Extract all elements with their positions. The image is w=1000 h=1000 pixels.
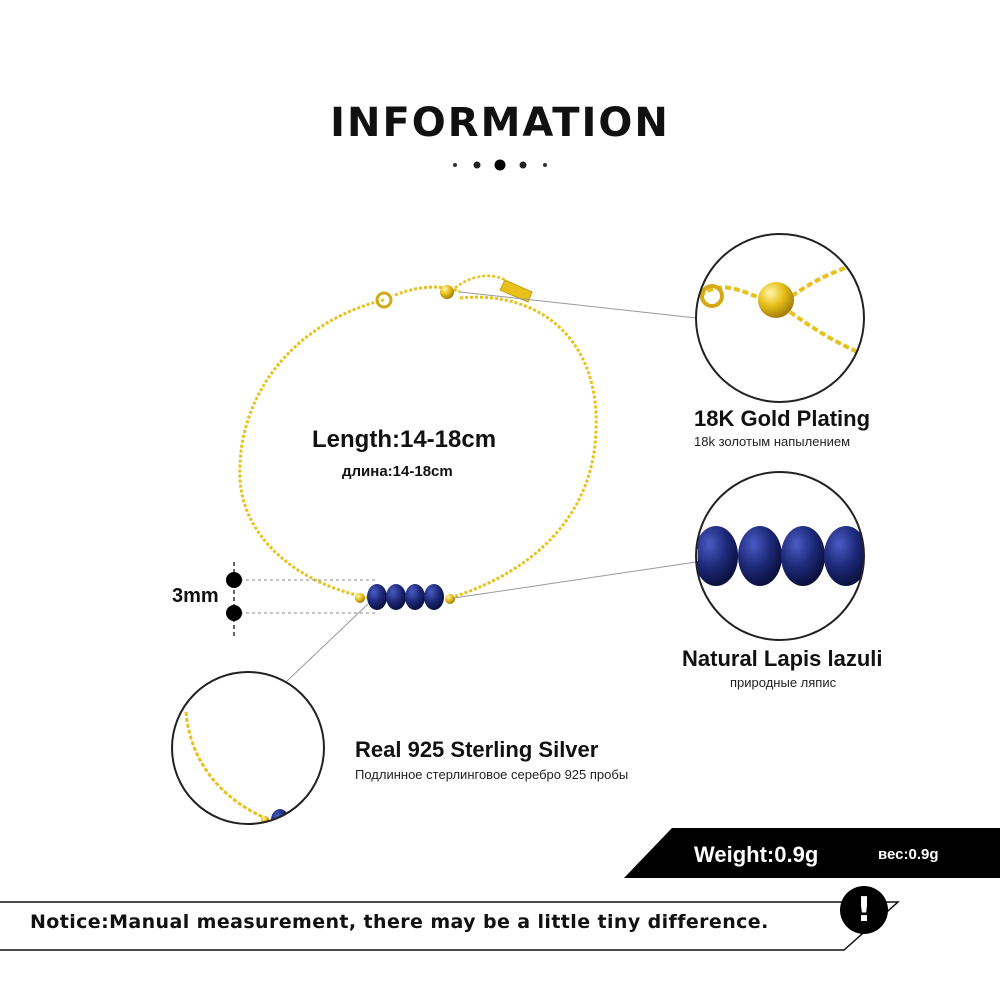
detail-circle-silver [171, 671, 325, 825]
weight-label-ru: вес:0.9g [878, 846, 939, 863]
length-label: Length:14-18cm [312, 426, 497, 453]
exclamation-icon: ! [840, 886, 888, 934]
feature-title-stone: Natural Lapis lazuli [682, 646, 883, 671]
feature-title-gold: 18K Gold Plating [694, 406, 871, 431]
bead-size-label: 3mm [172, 585, 219, 607]
clasp-ring [375, 291, 393, 309]
feature-title-silver: Real 925 Sterling Silver [355, 737, 599, 762]
lapis-beads [367, 584, 444, 610]
detail-circle-stone [695, 471, 865, 641]
leader-line-stone [453, 561, 697, 599]
weight-label: Weight:0.9g [694, 842, 819, 867]
detail-circle-gold [695, 233, 865, 403]
weight-band [624, 828, 1000, 878]
feature-subtitle-silver: Подлинное стерлинговое серебро 925 пробы [355, 767, 629, 782]
chain-tag [499, 279, 533, 303]
feature-subtitle-gold: 18k золотым напылением [694, 434, 851, 449]
notice-text: Notice:Manual measurement, there may be … [30, 911, 769, 933]
bracelet-chain [238, 274, 598, 600]
feature-subtitle-stone: природные ляпис [730, 675, 837, 690]
bead-size-marker [226, 562, 376, 636]
gold-ball [440, 285, 454, 299]
title-dots-divider [453, 159, 547, 171]
spacer-ball [355, 593, 365, 603]
leader-line-silver [285, 603, 369, 683]
spacer-ball [445, 594, 455, 604]
leader-line-gold [459, 291, 697, 319]
page-title: INFORMATION [330, 100, 670, 146]
length-label-ru: длина:14-18cm [342, 463, 453, 480]
